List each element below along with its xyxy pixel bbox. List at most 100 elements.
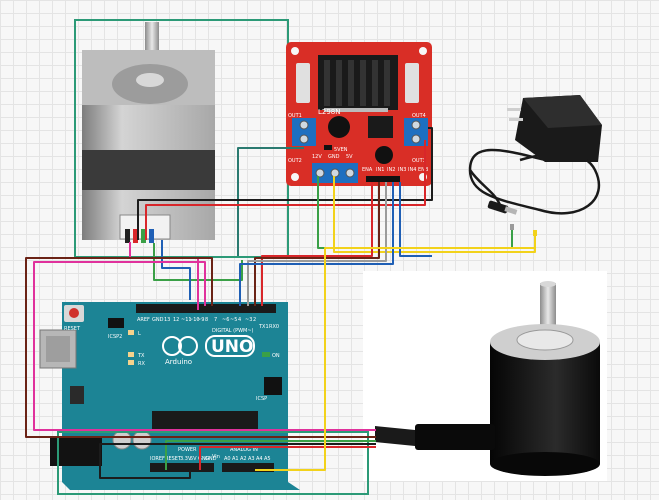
regulator-chip: [70, 386, 84, 404]
pin-label: ~6: [222, 317, 229, 323]
pin-label: A1: [232, 456, 239, 462]
wire-black[interactable]: [137, 127, 433, 240]
pin-label: GND: [205, 456, 217, 462]
wire-black-encoder[interactable]: [99, 443, 376, 479]
arduino-logo-left: [162, 336, 182, 356]
pin-label: A2: [240, 456, 247, 462]
pin-label: 3.3V: [180, 456, 192, 462]
stepper-motor[interactable]: [74, 19, 289, 258]
label-in4: IN4: [408, 167, 416, 173]
label-in1: IN1: [376, 167, 384, 173]
rx-led: [128, 360, 134, 365]
label-enb: ENB: [418, 167, 429, 173]
label-in2: IN2: [387, 167, 395, 173]
selection-outline: [57, 431, 369, 495]
wire-pink-encoder[interactable]: [33, 261, 376, 431]
wire-red[interactable]: [145, 140, 426, 240]
arduino-uno[interactable]: RESET ICSP2 TX RX L Arduino UNO ON ICSP …: [39, 302, 369, 495]
pin-label: ~9: [197, 317, 204, 323]
digital-header: [136, 304, 276, 313]
pin-label: 13: [164, 317, 170, 323]
wire-teal[interactable]: [237, 147, 304, 256]
wire-in3[interactable]: [247, 182, 387, 306]
capacitor: [132, 430, 152, 450]
pin-label: 5V: [190, 456, 197, 462]
pin-label: ~3: [245, 317, 252, 323]
pin-label: IOREF: [150, 456, 165, 462]
rotary-encoder[interactable]: [363, 271, 607, 481]
label-out2: OUT2: [288, 158, 302, 164]
pin-label: GND: [152, 317, 164, 323]
label-ena: ENA: [362, 167, 373, 173]
regulator: [368, 116, 393, 138]
wire-in2[interactable]: [254, 182, 380, 306]
pin-label: RX0: [269, 324, 279, 330]
wire-yellow-arduino[interactable]: [255, 236, 536, 471]
wire-green-power[interactable]: [317, 176, 513, 249]
tx-label: TX: [137, 353, 145, 359]
on-led: [262, 352, 270, 357]
pin-label: 8: [205, 317, 208, 323]
tx-led: [128, 352, 134, 357]
barrel-plug: [487, 200, 509, 214]
rx-label: RX: [138, 361, 145, 367]
pin-label: AREF: [137, 317, 150, 323]
electrolytic-capacitor: [328, 116, 350, 138]
wire-blue[interactable]: [161, 240, 191, 300]
arduino-brand: Arduino: [165, 358, 192, 366]
l-led: [128, 330, 134, 335]
arduino-logo-right: [178, 336, 198, 356]
wire-yellow-power[interactable]: [333, 176, 536, 253]
wire-red-encoder[interactable]: [199, 446, 376, 470]
pin-label: A0: [224, 456, 231, 462]
pin-label: Vin: [212, 454, 220, 460]
icsp-label: ICSP: [256, 396, 267, 402]
pin-label: 12: [173, 317, 179, 323]
wire-in4[interactable]: [239, 182, 394, 306]
wires: [25, 127, 536, 479]
reset-label: RESET: [64, 326, 81, 332]
power-adapter[interactable]: [468, 95, 602, 215]
label-out3: OUT3: [412, 158, 426, 164]
pin-label: A5: [264, 456, 271, 462]
wire-end: [510, 224, 514, 230]
label-out4: OUT4: [412, 113, 426, 119]
adapter-prong: [509, 118, 523, 121]
wire-in1[interactable]: [261, 182, 373, 306]
pin-label: GND: [198, 456, 210, 462]
encoder-cable: [415, 424, 495, 450]
wire-enb[interactable]: [399, 182, 432, 257]
label-5v: 5V: [346, 154, 353, 160]
capacitor: [405, 63, 419, 103]
l-label: L: [138, 331, 141, 337]
electrolytic-capacitor: [375, 146, 393, 164]
label-out1: OUT1: [288, 113, 302, 119]
on-label: ON: [272, 353, 280, 359]
power-header: [150, 463, 214, 472]
label-gnd: GND: [328, 154, 340, 160]
arduino-model: UNO: [211, 337, 253, 357]
atmega-chip: [152, 411, 258, 429]
icsp-header: [264, 377, 282, 395]
wire-brown-encoder[interactable]: [25, 257, 376, 438]
adapter-cable: [468, 148, 601, 215]
label-5ven: 5VEN: [334, 147, 348, 153]
l298n-driver[interactable]: L298N OUT1 OUT2 OUT3 OUT4 12V GND 5V 5VE…: [286, 42, 432, 186]
chip-label: L298N: [318, 108, 341, 116]
pin-label: RESET: [165, 456, 182, 462]
wire-pink[interactable]: [129, 242, 199, 310]
capacitor: [296, 63, 310, 103]
encoder-body: [490, 342, 600, 464]
icsp2-header: [108, 318, 124, 328]
analog-header: [222, 463, 274, 472]
capacitor: [112, 430, 132, 450]
header-pins: [366, 176, 400, 182]
pin-label: 4: [238, 317, 241, 323]
wire-green-encoder[interactable]: [165, 440, 376, 470]
digital-label: DIGITAL (PWM~): [212, 328, 254, 334]
pin-label: A3: [248, 456, 255, 462]
adapter-prong: [507, 108, 521, 111]
pin-label: A4: [256, 456, 263, 462]
pin-label: ~5: [230, 317, 237, 323]
